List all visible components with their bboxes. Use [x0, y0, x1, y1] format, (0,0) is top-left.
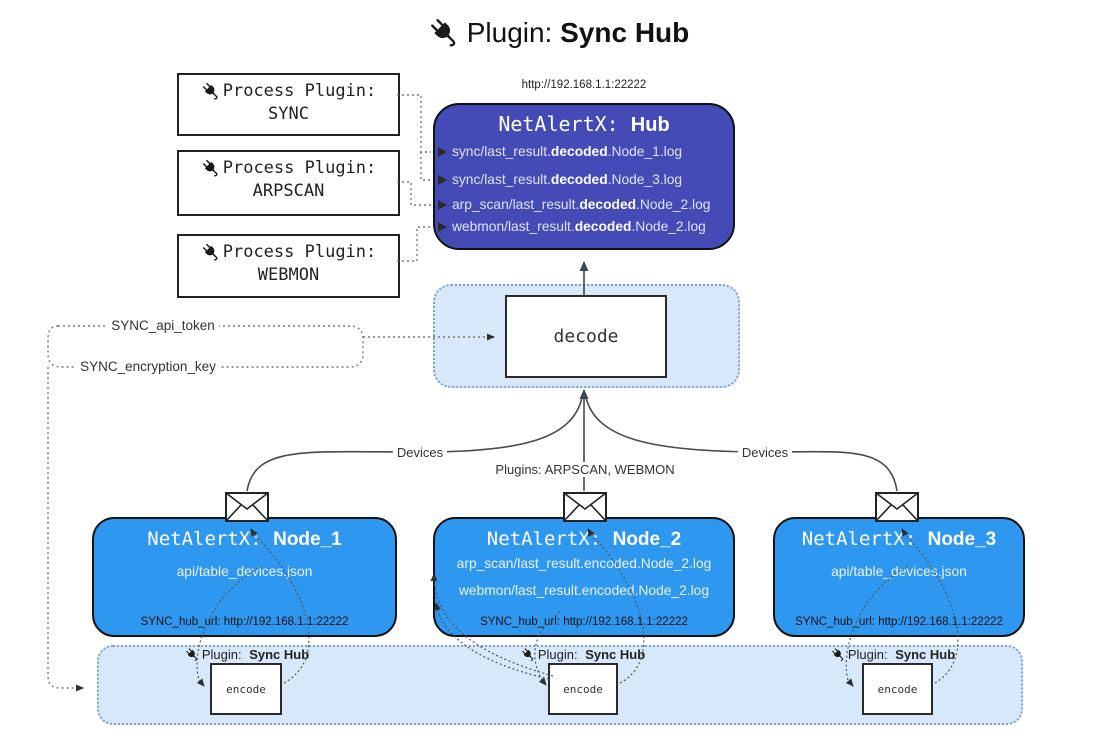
edge-label-api-token: SYNC_api_token: [107, 318, 219, 333]
band-plugin-label: Plugin: Sync Hub: [521, 646, 645, 663]
process-plugin-name: SYNC: [268, 104, 309, 124]
decode-label: decode: [553, 326, 619, 347]
node-hub-url: SYNC_hub_url: http://192.168.1.1:22222: [140, 616, 349, 628]
encode-label: encode: [226, 682, 266, 696]
plug-icon: [831, 647, 846, 662]
plug-icon: [428, 16, 461, 49]
encode-box: encode: [862, 663, 933, 715]
process-plugin-name: WEBMON: [257, 265, 320, 285]
envelope-icon: [563, 492, 607, 522]
node-box-2: NetAlertX: Node_2 arp_scan/last_result.e…: [433, 517, 735, 637]
encode-box: encode: [210, 663, 282, 715]
page-title-name: Sync Hub: [560, 17, 690, 48]
envelope-icon: [225, 492, 269, 522]
process-plugin-label: Process Plugin:: [222, 242, 377, 262]
link-webmon-to-hub: [397, 226, 431, 262]
encode-label: encode: [877, 682, 918, 696]
link-sync-to-hub-1: [397, 94, 431, 153]
node-box-3: NetAlertX: Node_3 api/table_devices.json…: [773, 517, 1025, 637]
decode-box: decode: [505, 295, 667, 378]
page-title: Plugin: Sync Hub: [0, 16, 1117, 49]
process-plugin-sync: Process Plugin: SYNC: [177, 73, 400, 136]
node-title: NetAlertX: Node_3: [801, 528, 997, 550]
page-title-prefix: Plugin:: [466, 17, 553, 48]
node-file: arp_scan/last_result.encoded.Node_2.log: [456, 556, 712, 571]
edge-label-devices-left: Devices: [392, 445, 448, 460]
node-file: webmon/last_result.encoded.Node_2.log: [458, 583, 710, 598]
encode-box: encode: [548, 663, 618, 715]
hub-title: NetAlertX: Hub: [435, 112, 733, 137]
plug-icon: [201, 242, 221, 262]
link-sync-to-hub-2: [420, 152, 431, 181]
plug-icon: [201, 81, 221, 101]
hub-box: NetAlertX: Hub sync/last_result.decoded.…: [433, 103, 735, 250]
plug-icon: [185, 647, 200, 662]
node-file: api/table_devices.json: [176, 564, 313, 579]
hub-title-name: Hub: [630, 114, 670, 136]
edge-label-encryption-key: SYNC_encryption_key: [76, 359, 220, 374]
process-plugin-label: Process Plugin:: [222, 158, 377, 178]
node-hub-url: SYNC_hub_url: http://192.168.1.1:22222: [480, 616, 688, 628]
process-plugin-name: ARPSCAN: [252, 181, 325, 201]
band-plugin-label: Plugin: Sync Hub: [185, 646, 309, 663]
node-title: NetAlertX: Node_1: [147, 528, 342, 550]
process-plugin-webmon: Process Plugin: WEBMON: [177, 234, 400, 298]
band-plugin-label: Plugin: Sync Hub: [831, 646, 955, 663]
plug-icon: [521, 647, 536, 662]
node-box-1: NetAlertX: Node_1 api/table_devices.json…: [92, 517, 397, 637]
link-settings-to-band: [47, 367, 84, 692]
hub-log-line: arp_scan/last_result.decoded.Node_2.log: [438, 196, 710, 214]
node-title: NetAlertX: Node_2: [486, 528, 682, 550]
encode-label: encode: [563, 682, 603, 696]
edge-label-plugins-center: Plugins: ARPSCAN, WEBMON: [491, 462, 679, 477]
hub-log-line: webmon/last_result.decoded.Node_2.log: [438, 218, 706, 236]
hub-title-prefix: NetAlertX:: [498, 112, 619, 136]
plug-icon: [201, 158, 221, 178]
hub-log-line: sync/last_result.decoded.Node_1.log: [438, 143, 682, 161]
process-plugin-label: Process Plugin:: [222, 81, 377, 101]
envelope-icon: [875, 492, 919, 522]
hub-url-label: http://192.168.1.1:22222: [521, 79, 647, 91]
node-hub-url: SYNC_hub_url: http://192.168.1.1:22222: [795, 616, 1003, 628]
hub-log-line: sync/last_result.decoded.Node_3.log: [438, 171, 682, 189]
link-arpscan-to-hub: [397, 181, 431, 206]
process-plugin-arpscan: Process Plugin: ARPSCAN: [177, 150, 400, 216]
node-file: api/table_devices.json: [831, 564, 967, 579]
edge-label-devices-right: Devices: [737, 445, 793, 460]
